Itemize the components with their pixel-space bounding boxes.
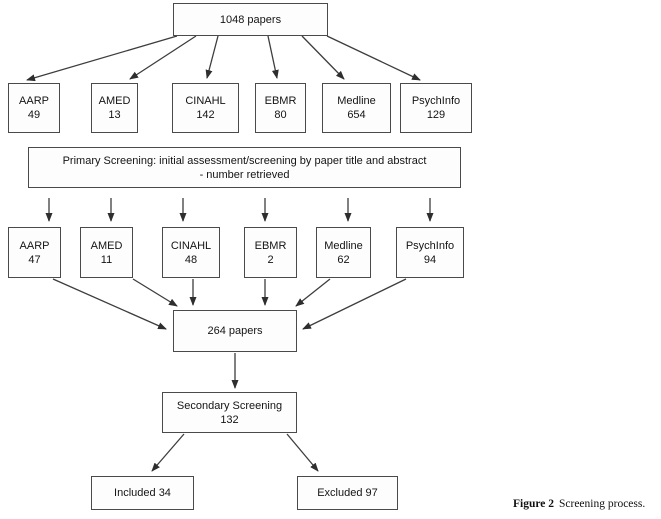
arrow-total-to-aarp [26, 35, 178, 82]
db-count: 80 [274, 109, 287, 121]
arrow-amed-to-combined [132, 278, 178, 307]
db-name: CINAHL [170, 239, 212, 252]
node-retrieved-psychinfo: PsychInfo 129 [400, 83, 472, 133]
figure-caption: Figure 2 Screening process. [513, 497, 645, 511]
arrow-total-to-medline [301, 35, 345, 80]
node-excluded: Excluded 97 [297, 476, 398, 510]
db-count: 47 [28, 253, 41, 266]
node-total-papers-label: 1048 papers [219, 13, 282, 26]
db-count: 94 [423, 253, 437, 266]
node-excluded-label: Excluded 97 [317, 487, 378, 499]
db-count: 129 [426, 109, 446, 121]
db-name: Medline [324, 239, 363, 252]
arrow-secondary-to-included [151, 433, 185, 472]
node-combined-papers-label: 264 papers [207, 325, 263, 337]
node-retrieved-aarp: AARP 49 [8, 83, 60, 133]
node-combined-papers: 264 papers [173, 310, 297, 352]
node-retrieved-medline: Medline 654 [322, 83, 391, 133]
db-name: PsychInfo [405, 239, 455, 252]
db-count: 48 [184, 253, 198, 266]
arrow-psychinfo-to-combined [302, 278, 407, 330]
db-name: AARP [19, 95, 49, 107]
db-count: 49 [27, 109, 41, 121]
arrow-total-to-amed [129, 35, 197, 80]
db-name: PsychInfo [411, 95, 461, 107]
db-count: 62 [337, 253, 350, 266]
db-name: EBMR [254, 239, 287, 252]
db-name: CINAHL [185, 95, 226, 107]
node-primary-screening: Primary Screening: initial assessment/sc… [28, 147, 461, 188]
db-count: 13 [108, 109, 121, 121]
node-retrieved-ebmr: EBMR 80 [255, 83, 306, 133]
node-screened-cinahl: CINAHL 48 [162, 227, 220, 278]
db-count: 142 [196, 109, 215, 121]
node-screened-psychinfo: PsychInfo 94 [396, 227, 464, 278]
secondary-screening-line1: Secondary Screening [176, 399, 283, 412]
node-included: Included 34 [91, 476, 194, 510]
arrow-aarp-to-combined [52, 278, 167, 330]
node-retrieved-amed: AMED 13 [91, 83, 138, 133]
db-count: 654 [347, 109, 366, 121]
arrow-total-to-psychinfo [326, 35, 421, 81]
node-screened-medline: Medline 62 [316, 227, 371, 278]
arrow-total-to-cinahl [205, 35, 219, 79]
db-name: AMED [90, 239, 123, 252]
node-included-label: Included 34 [114, 487, 171, 499]
node-total-papers: 1048 papers [173, 3, 328, 36]
arrow-medline-to-combined [295, 278, 331, 307]
node-screened-amed: AMED 11 [80, 227, 133, 278]
node-secondary-screening: Secondary Screening 132 [162, 392, 297, 433]
node-screened-ebmr: EBMR 2 [244, 227, 297, 278]
figure-caption-text: Screening process. [559, 498, 646, 510]
figure-caption-label: Figure 2 [513, 498, 554, 510]
db-name: Medline [337, 95, 376, 107]
db-count: 11 [100, 253, 113, 266]
arrow-secondary-to-excluded [286, 433, 319, 472]
primary-screening-line1: Primary Screening: initial assessment/sc… [62, 154, 427, 167]
db-name: EBMR [264, 95, 297, 107]
arrow-total-to-ebmr [267, 35, 279, 79]
node-retrieved-cinahl: CINAHL 142 [172, 83, 239, 133]
db-count: 2 [267, 253, 274, 266]
node-screened-aarp: AARP 47 [8, 227, 61, 278]
db-name: AMED [98, 95, 131, 107]
primary-screening-line2: - number retrieved [199, 168, 290, 181]
secondary-screening-line2: 132 [220, 413, 239, 426]
db-name: AARP [19, 239, 50, 252]
